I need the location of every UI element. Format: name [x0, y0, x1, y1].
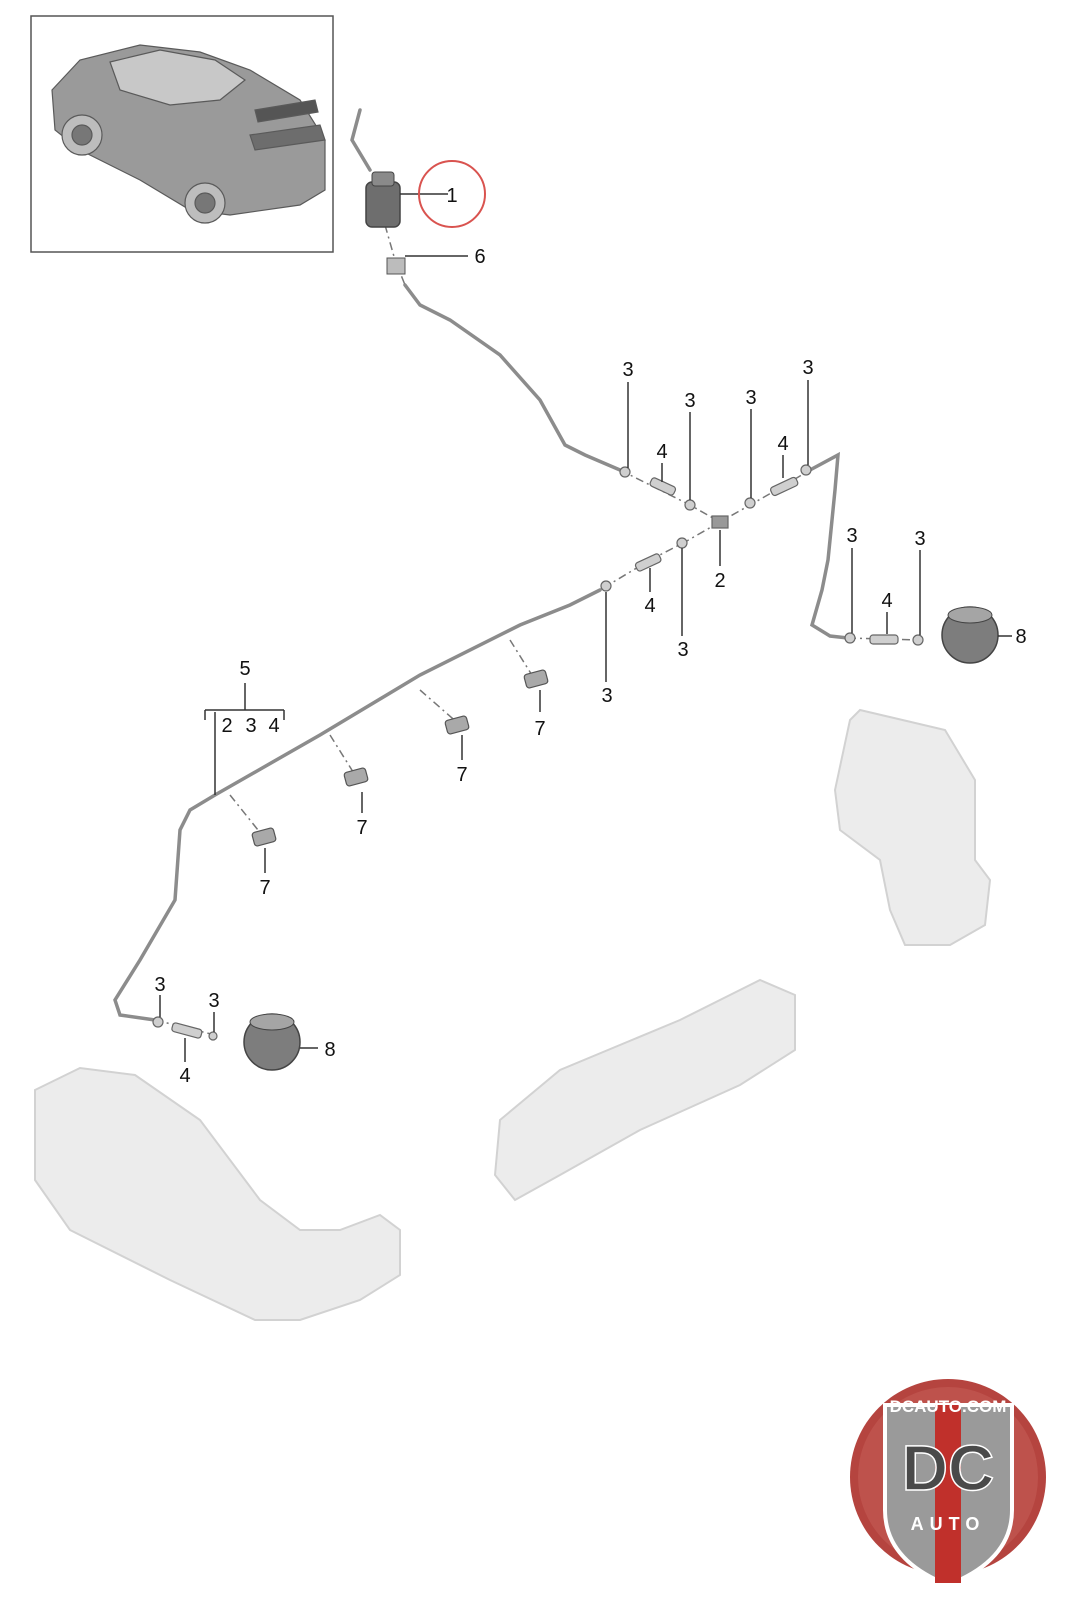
highlight-circle [418, 160, 486, 228]
callout-4: 4 [881, 590, 892, 612]
hose-fittings [152, 464, 924, 1041]
main-line-upper [350, 108, 372, 172]
callout-1: 1 [446, 185, 457, 207]
part-8-actuator-right [941, 606, 999, 664]
part-6-clip [386, 257, 406, 275]
callout-8: 8 [1015, 626, 1026, 648]
callout-7: 7 [259, 877, 270, 899]
part-8-actuator-left [243, 1013, 301, 1071]
callout-7: 7 [356, 817, 367, 839]
callout-3: 3 [208, 990, 219, 1012]
kit-item-2: 2 [221, 715, 232, 737]
assembly-dash-lines [154, 224, 921, 1036]
callout-7: 7 [456, 764, 467, 786]
callout-4: 4 [656, 441, 667, 463]
callout-6: 6 [474, 246, 485, 268]
part-7-holders [251, 669, 549, 847]
kit-item-4: 4 [268, 715, 279, 737]
vehicle-inset [30, 15, 334, 253]
logo-site-text: DCAUTO.COM [890, 1397, 1007, 1416]
callout-3: 3 [677, 639, 688, 661]
main-line-down [403, 283, 622, 472]
callout-7: 7 [534, 718, 545, 740]
callout-3: 3 [846, 525, 857, 547]
callout-5: 5 [239, 658, 250, 680]
part-1-valve [365, 171, 401, 228]
callout-3: 3 [684, 390, 695, 412]
rear-silencer-left [34, 1066, 401, 1321]
car-illustration [51, 44, 326, 224]
callout-3: 3 [914, 528, 925, 550]
callout-8: 8 [324, 1039, 335, 1061]
callout-4: 4 [644, 595, 655, 617]
ghost-exhaust-parts [34, 708, 992, 1321]
callout-4: 4 [179, 1065, 190, 1087]
logo-letters: DC [902, 1432, 994, 1504]
callout-3: 3 [601, 685, 612, 707]
callout-3: 3 [802, 357, 813, 379]
leader-lines [159, 193, 1012, 1062]
callout-3: 3 [745, 387, 756, 409]
center-muffler [493, 978, 796, 1202]
logo-word: AUTO [911, 1514, 986, 1534]
callout-2: 2 [714, 570, 725, 592]
rear-silencer-right [833, 708, 992, 946]
callout-3: 3 [154, 974, 165, 996]
vacuum-lines [113, 108, 850, 1022]
kit-item-3: 3 [245, 715, 256, 737]
right-branch-line [808, 451, 850, 640]
dcauto-logo: DCAUTO.COM DC AUTO [850, 1379, 1046, 1588]
callout-4: 4 [777, 433, 788, 455]
callout-labels: 1 6 3 4 3 3 4 3 2 4 3 3 3 4 3 8 5 2 3 4 … [154, 185, 1026, 1087]
long-line-left [113, 588, 602, 1022]
callout-3: 3 [622, 359, 633, 381]
